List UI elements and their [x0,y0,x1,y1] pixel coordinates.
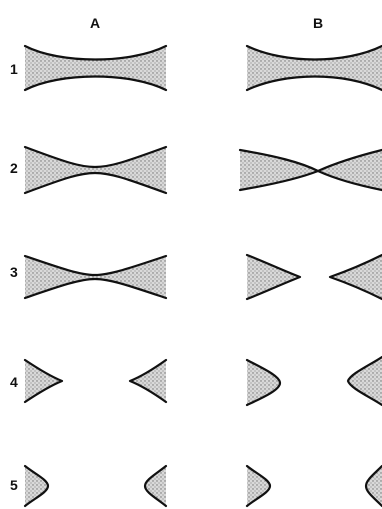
row-label-3: 3 [10,264,18,280]
shape-a1 [25,46,166,90]
column-label-a: A [90,15,100,31]
shape-b1 [247,46,382,90]
shape-a4 [25,360,166,402]
row-label-5: 5 [10,477,18,493]
row-label-2: 2 [10,160,18,176]
row-label-1: 1 [10,61,18,77]
shape-a3 [25,256,166,298]
shape-a5 [25,466,166,506]
shape-a2 [25,147,166,193]
column-label-b: B [313,15,323,31]
shape-b5 [247,466,382,506]
row-label-4: 4 [10,374,18,390]
shape-b2 [240,150,382,190]
shape-b3 [247,255,382,299]
shape-b4 [247,357,382,405]
